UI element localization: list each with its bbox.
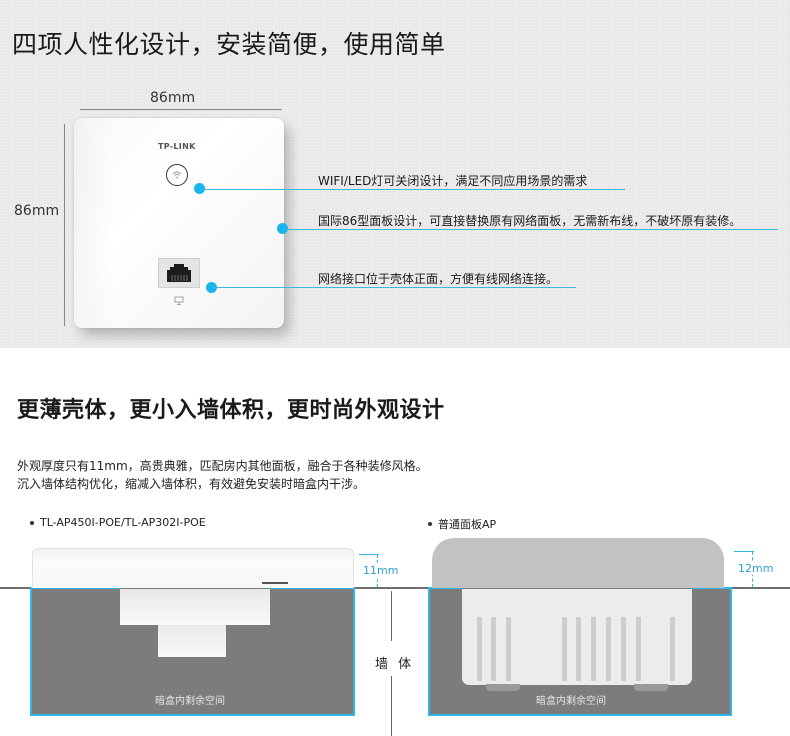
remaining-space-label: 暗盒内剩余空间: [536, 696, 606, 707]
wall-panel-ap-image: [74, 118, 284, 328]
comparison-label-generic: 普通面板AP: [428, 516, 496, 532]
callout-leader-panel: [283, 229, 778, 230]
width-dimension-line: [80, 109, 282, 110]
description-line-1: 外观厚度只有11mm，高贵典雅，匹配房内其他面板，融合于各种装修风格。: [17, 459, 428, 473]
width-dimension-label: 86mm: [150, 90, 196, 106]
callout-dot-wifi: [194, 183, 205, 194]
tplink-ap-body: [120, 589, 270, 625]
lan-icon: [174, 296, 184, 305]
wifi-led-button-icon: [166, 164, 188, 186]
description-line-2: 沉入墙体结构优化，缩减入墙体积，有效避免安装时暗盒内干涉。: [17, 477, 366, 491]
wall-label: 墙 体: [375, 657, 415, 672]
bullet-icon: [428, 522, 432, 526]
generic-ap-cover: [432, 538, 724, 588]
thickness-label-12mm: 12mm: [738, 562, 774, 575]
tplink-ap-cover: [32, 548, 354, 588]
bullet-icon: [30, 520, 34, 525]
remaining-space-label: 暗盒内剩余空间: [155, 696, 225, 707]
comparison-label-tplink: TL-AP450I-POE/TL-AP302I-POE: [30, 516, 206, 529]
callout-dot-port: [206, 282, 217, 293]
rj45-port-icon: [158, 258, 200, 288]
section-title-slim: 更薄壳体，更小入墙体积，更时尚外观设计: [17, 398, 445, 423]
callout-text-panel: 国际86型面板设计，可直接替换原有网络面板，无需新布线，不破坏原有装修。: [318, 214, 742, 228]
callout-text-port: 网络接口位于壳体正面，方便有线网络连接。: [318, 272, 559, 286]
callout-leader-wifi: [200, 189, 625, 190]
height-dimension-line: [64, 124, 65, 326]
height-dimension-label: 86mm: [14, 203, 60, 219]
thickness-label-11mm: 11mm: [363, 564, 399, 577]
wall-surface-line: [0, 587, 790, 589]
callout-leader-port: [212, 287, 576, 288]
brand-logo: TP-LINK: [158, 142, 196, 151]
section-title: 四项人性化设计，安装简便，使用简单: [12, 30, 446, 59]
design-features-section: 四项人性化设计，安装简便，使用简单 86mm 86mm TP-LINK WIFI…: [0, 0, 790, 348]
callout-text-wifi: WIFI/LED灯可关闭设计，满足不同应用场景的需求: [318, 174, 588, 188]
callout-dot-panel: [277, 223, 288, 234]
tplink-ap-body-lower: [158, 625, 226, 657]
